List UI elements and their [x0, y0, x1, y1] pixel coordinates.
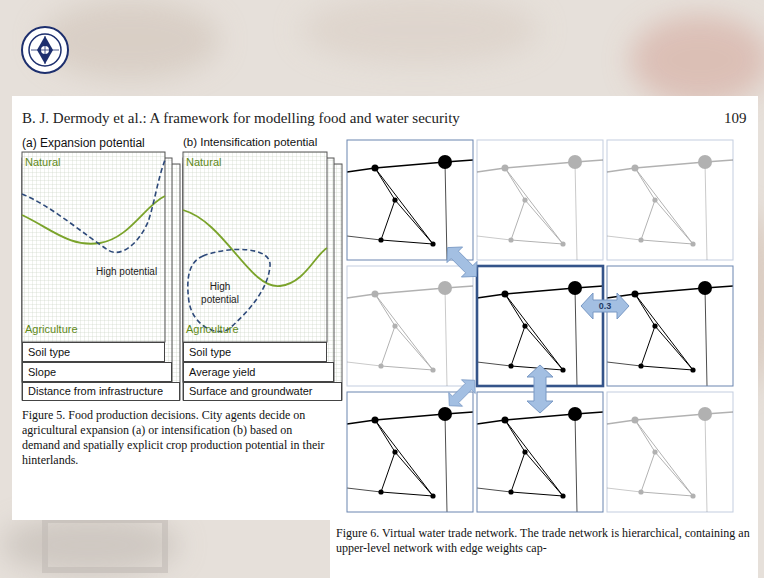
layer-name: Soil type: [28, 344, 70, 360]
layer-name: Average yield: [189, 364, 255, 380]
edge-weight: 0.3: [599, 301, 612, 311]
map-panel: (b) Intensification potentialNaturalHigh…: [183, 136, 327, 342]
map-label: Natural: [25, 156, 60, 168]
map-label: High potential: [196, 280, 244, 306]
map-label: Natural: [186, 156, 221, 168]
map-panel: (a) Expansion potentialNaturalHigh poten…: [22, 136, 165, 342]
map-label: High potential: [96, 266, 157, 277]
layer-tab: Soil type: [22, 342, 165, 362]
layer-tab: Slope: [22, 362, 172, 382]
panel-heading: (b) Intensification potential: [183, 136, 317, 148]
layer-name: Soil type: [189, 344, 231, 360]
figure-caption: Figure 5. Food production decisions. Cit…: [22, 408, 327, 468]
page-number: 109: [724, 110, 747, 127]
panel-heading: (a) Expansion potential: [22, 136, 145, 150]
layer-tab: Soil type: [183, 342, 327, 362]
layer-tab: Average yield: [183, 362, 334, 382]
layer-name: Surface and groundwater: [189, 384, 313, 399]
map-label: Agriculture: [25, 323, 78, 335]
layer-tab: Surface and groundwater: [183, 382, 342, 401]
map-label: Agriculture: [186, 323, 239, 335]
layer-name: Distance from infrastructure: [28, 384, 163, 399]
layer-name: Slope: [28, 364, 56, 380]
layer-tab: Distance from infrastructure: [22, 382, 180, 401]
figure-caption: Figure 6. Virtual water trade network. T…: [336, 526, 752, 556]
paper-header: B. J. Dermody et al.: A framework for mo…: [22, 110, 460, 127]
